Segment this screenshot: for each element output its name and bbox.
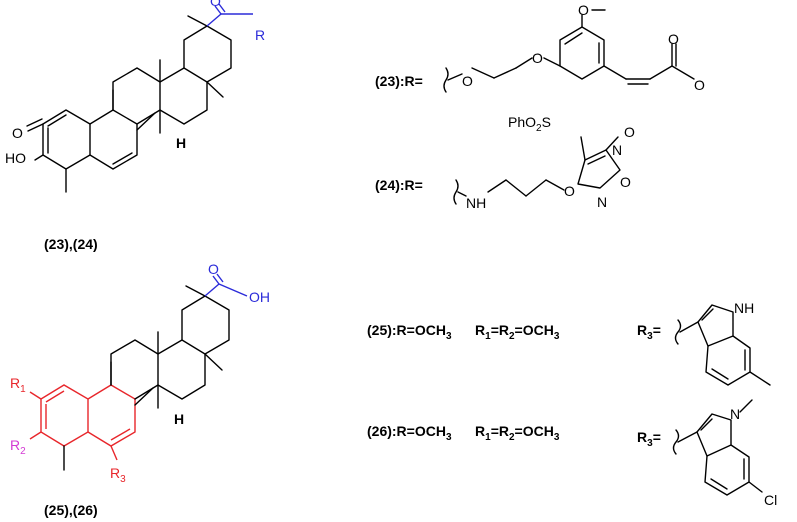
c23-side-chain	[443, 9, 695, 93]
acyl-o-label: O	[210, 0, 221, 9]
c24-nh: NH	[466, 195, 486, 211]
c23-o2: O	[532, 50, 543, 66]
c26-cl: Cl	[764, 492, 777, 508]
c23-o1: O	[462, 73, 473, 89]
c24-phso2: PhO2S	[508, 114, 551, 134]
h-label-bottom: H	[174, 411, 184, 427]
compound-label-bottom: (25),(26)	[44, 502, 98, 518]
ketone-o-label: O	[12, 125, 23, 141]
c24-o: O	[564, 183, 575, 199]
c26-r3: R3=	[637, 429, 661, 449]
c25-indole	[674, 304, 771, 386]
acid-oh-label: OH	[249, 289, 270, 305]
c24-n-oxide: O	[624, 124, 635, 140]
acid-o-label: O	[208, 261, 219, 277]
top-skeleton	[26, 3, 253, 193]
c24-n2: N	[597, 194, 607, 210]
c23-o4: O	[668, 31, 679, 47]
c25-line: (25):R=OCH3	[367, 322, 452, 342]
c26-r1r2: R1=R2=OCH3	[475, 423, 560, 443]
hydroxyl-label: HO	[5, 150, 26, 166]
c26-line: (26):R=OCH3	[367, 423, 452, 443]
acyl-r-label: R	[255, 27, 265, 43]
c24-o-ring: O	[620, 174, 631, 190]
c23-o5: O	[694, 77, 705, 93]
r3-label: R3	[110, 465, 126, 485]
c24-n1: N	[612, 142, 622, 158]
c25-r1r2: R1=R2=OCH3	[475, 322, 560, 342]
c24-prefix: (24):R=	[375, 177, 423, 193]
h-label-top: H	[176, 135, 186, 151]
r1-label: R1	[10, 375, 26, 395]
compound-label-top: (23),(24)	[44, 236, 98, 252]
c25-nh: NH	[734, 300, 754, 316]
c23-o3: O	[578, 2, 589, 18]
c26-indole	[672, 399, 763, 496]
c23-prefix: (23):R=	[375, 73, 423, 89]
c25-r3: R3=	[637, 322, 661, 342]
r2-label: R2	[10, 437, 26, 457]
bottom-skeleton	[29, 273, 248, 471]
c24-side-chain	[453, 136, 621, 205]
c26-n: N	[730, 406, 740, 422]
